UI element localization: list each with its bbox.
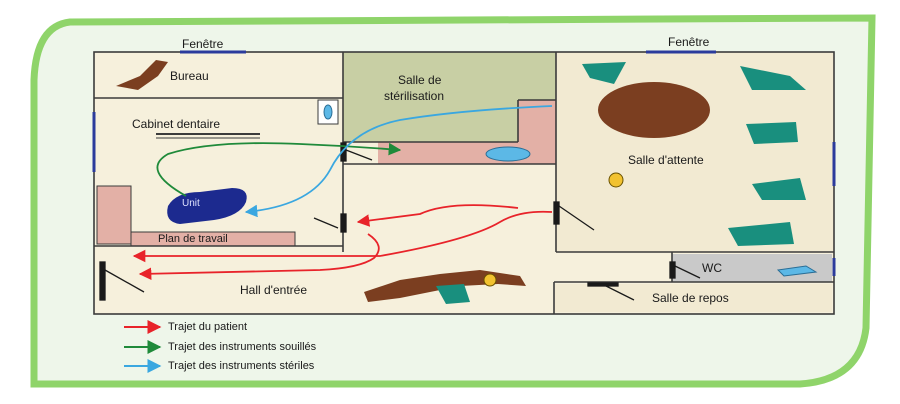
waiting-table xyxy=(598,82,710,138)
legend-item-sterile: Trajet des instruments stériles xyxy=(168,358,314,374)
sterilisation-room xyxy=(343,52,556,142)
rest-room-label: Salle de repos xyxy=(652,291,729,305)
bureau-label: Bureau xyxy=(170,69,209,83)
cabinet-sink xyxy=(323,104,333,120)
side-counter xyxy=(96,185,132,245)
bureau-desk xyxy=(116,60,168,90)
sterilisation-label-line1: Salle de xyxy=(398,73,442,87)
doors xyxy=(99,142,701,301)
legend-label-patient: Trajet du patient xyxy=(168,321,248,333)
plan-de-travail-label: Plan de travail xyxy=(158,233,228,245)
waiting-chairs xyxy=(582,62,806,246)
patient-path xyxy=(132,204,553,281)
legend-label-sterile: Trajet des instruments stériles xyxy=(168,360,315,372)
unit-label: Unit xyxy=(182,198,200,209)
rest-room xyxy=(554,284,832,312)
wc-label: WC xyxy=(702,261,722,275)
hall-lamp xyxy=(483,273,497,287)
legend-item-patient: Trajet du patient xyxy=(168,319,247,335)
dental-unit xyxy=(167,188,247,224)
window-label-left: Fenêtre xyxy=(182,37,224,51)
sterilisation-sink xyxy=(485,146,531,162)
windows xyxy=(92,50,836,276)
legend-arrows xyxy=(124,320,162,373)
sterile-path xyxy=(244,105,553,218)
hall-chair xyxy=(436,284,470,304)
sterilisation-label-line2: stérilisation xyxy=(384,89,445,103)
waiting-room-label: Salle d'attente xyxy=(628,153,704,167)
legend-label-soiled: Trajet des instruments souillés xyxy=(168,341,317,353)
window-label-right: Fenêtre xyxy=(668,35,710,49)
legend-item-soiled: Trajet des instruments souillés xyxy=(168,339,316,355)
waiting-lamp xyxy=(608,172,624,188)
cabinet-dentaire-label: Cabinet dentaire xyxy=(132,117,221,131)
soiled-path xyxy=(156,142,402,197)
hall-label: Hall d'entrée xyxy=(240,283,307,297)
wc-sink xyxy=(776,265,818,277)
